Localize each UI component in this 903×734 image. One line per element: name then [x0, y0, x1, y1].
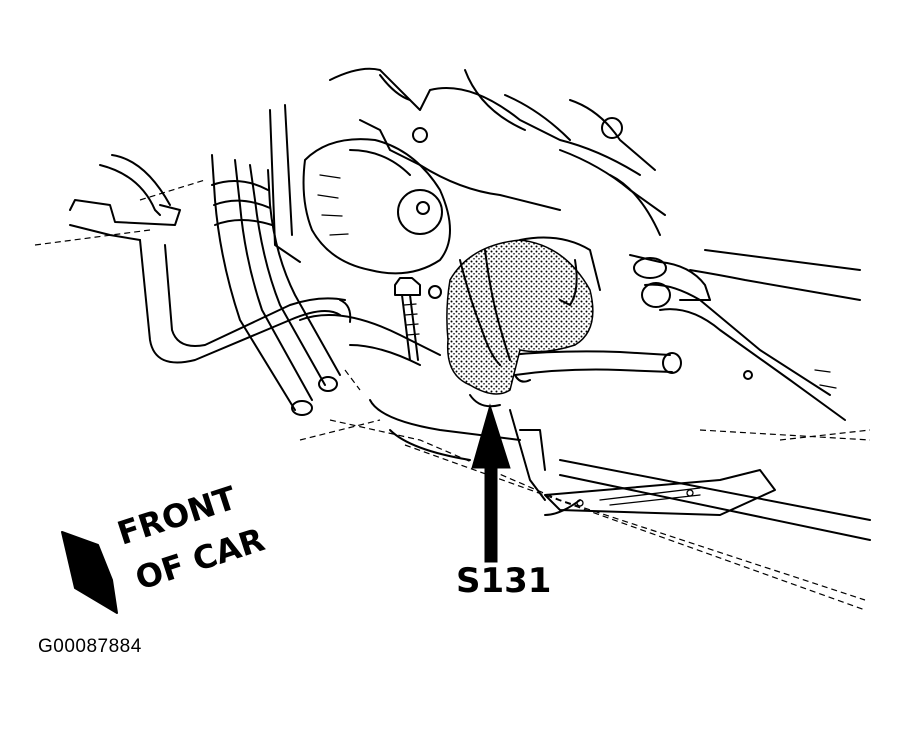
callout-label: S131: [456, 561, 551, 601]
splice-connector: [446, 236, 601, 408]
direction-indicator: FRONT OF CAR: [61, 479, 269, 614]
exhaust-tube: [629, 249, 861, 421]
left-pipe: [69, 154, 352, 364]
figure-id: G00087884: [38, 636, 142, 657]
direction-arrow: [61, 531, 118, 614]
coolant-hoses: [211, 154, 341, 416]
wiring-harness: [299, 314, 682, 383]
ground-bolt: [394, 277, 442, 361]
pulley-assembly: [302, 138, 451, 275]
callout-arrow: [471, 403, 511, 563]
frame-rail: [369, 399, 871, 541]
callout-s131: S131: [456, 403, 551, 601]
reference-lines: [34, 179, 871, 611]
engine-block: [269, 67, 666, 263]
